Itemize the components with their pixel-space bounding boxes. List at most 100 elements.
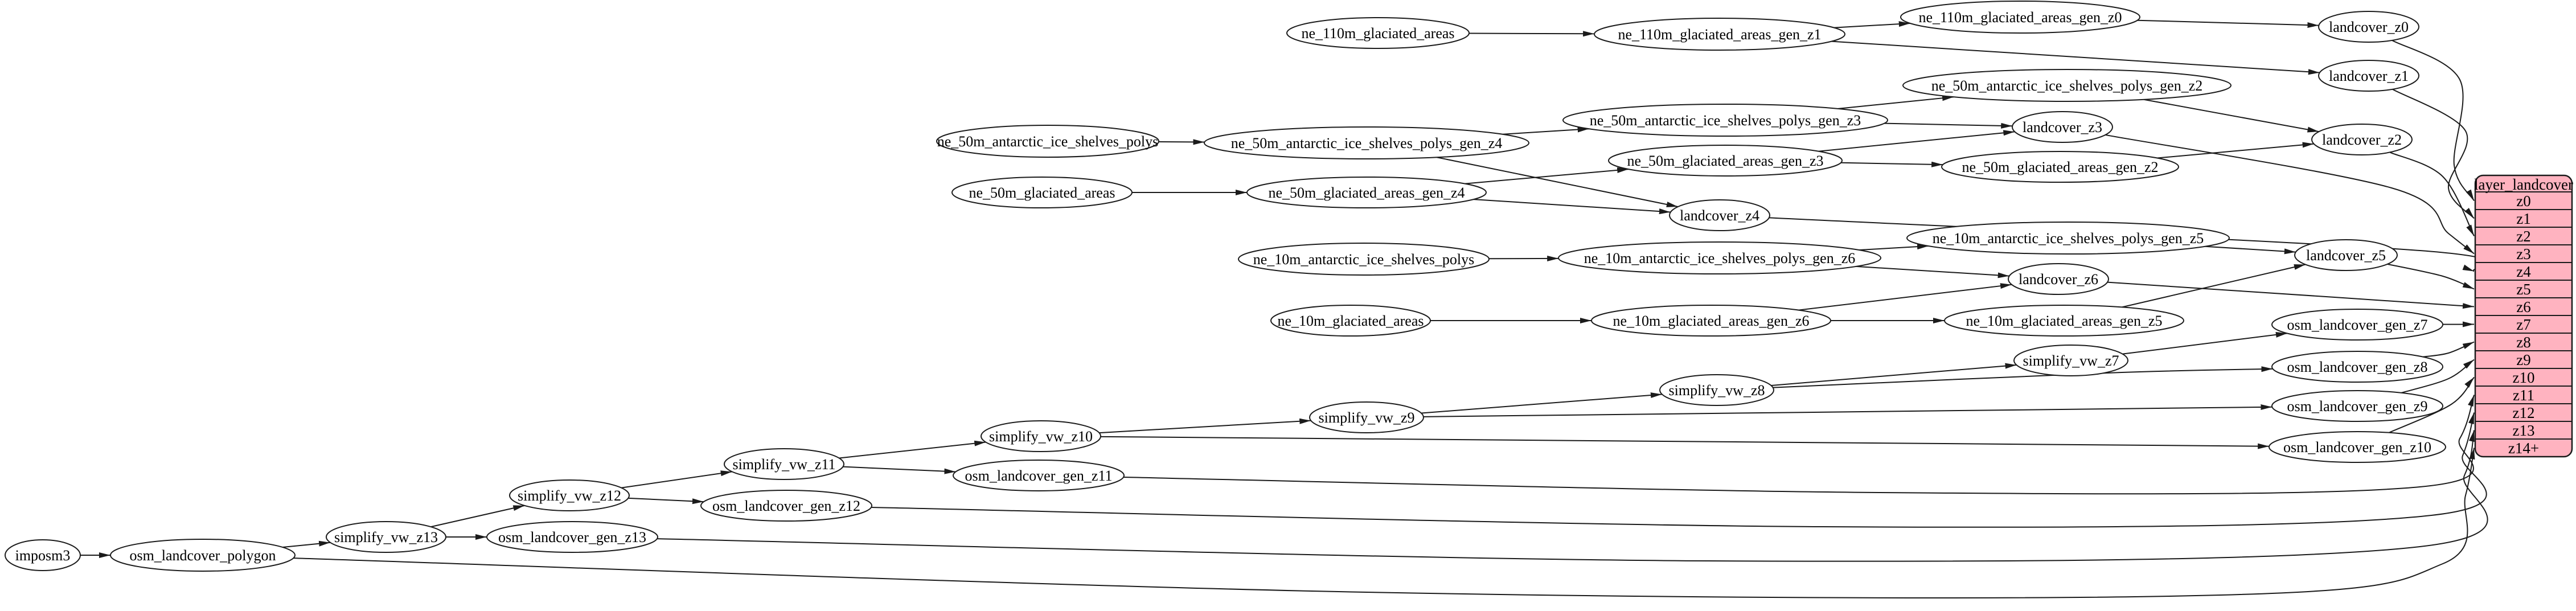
edge-simplify_vw_z9-to-simplify_vw_z8 bbox=[1421, 392, 1663, 414]
table-row-z7: z7 bbox=[2516, 316, 2530, 333]
edge-simplify_vw_z7-to-osm_landcover_gen_z7 bbox=[2122, 331, 2287, 355]
node-ne_10m_antarctic_ice_shelves_polys: ne_10m_antarctic_ice_shelves_polys bbox=[1238, 243, 1490, 276]
node-label-ne_10m_glaciated_areas_gen_z5: ne_10m_glaciated_areas_gen_z5 bbox=[1966, 313, 2162, 329]
node-label-landcover_z3: landcover_z3 bbox=[2023, 119, 2102, 136]
node-label-landcover_z6: landcover_z6 bbox=[2019, 271, 2098, 288]
node-label-osm_landcover_gen_z8: osm_landcover_gen_z8 bbox=[2287, 359, 2428, 375]
node-ellipse-landcover_z1 bbox=[2318, 60, 2419, 92]
node-landcover_z4: landcover_z4 bbox=[1669, 199, 1770, 231]
edge-ne_50m_antarctic_ice_shelves_polys_gen_z3-to-ne_50m_antarctic_ice_shelves_polys_gen_z2 bbox=[1837, 95, 1954, 109]
node-ellipse-landcover_z4 bbox=[1669, 199, 1770, 231]
table-layer_landcover: layer_landcoverz0z1z2z3z4z5z6z7z8z9z10z1… bbox=[2474, 174, 2573, 458]
node-label-ne_50m_antarctic_ice_shelves_polys_gen_z4: ne_50m_antarctic_ice_shelves_polys_gen_z… bbox=[1231, 135, 1503, 151]
node-ellipse-ne_10m_antarctic_ice_shelves_polys_gen_z5 bbox=[1906, 222, 2230, 255]
node-ellipse-ne_50m_antarctic_ice_shelves_polys bbox=[936, 125, 1159, 158]
node-ellipse-osm_landcover_gen_z7 bbox=[2271, 309, 2443, 341]
node-ellipse-ne_50m_glaciated_areas bbox=[951, 177, 1133, 208]
node-landcover_z0: landcover_z0 bbox=[2318, 11, 2419, 43]
table-row-z10: z10 bbox=[2513, 369, 2535, 386]
edge-osm_landcover_polygon-to-layer_landcover-z14+ bbox=[293, 448, 2475, 598]
table-row-z0: z0 bbox=[2516, 192, 2530, 210]
node-ellipse-simplify_vw_z7 bbox=[2013, 345, 2128, 376]
node-ellipse-ne_110m_glaciated_areas_gen_z1 bbox=[1594, 18, 1845, 51]
node-simplify_vw_z10: simplify_vw_z10 bbox=[981, 420, 1101, 452]
node-osm_landcover_gen_z9: osm_landcover_gen_z9 bbox=[2271, 390, 2443, 422]
node-ne_50m_glaciated_areas_gen_z2: ne_50m_glaciated_areas_gen_z2 bbox=[1941, 151, 2179, 183]
node-osm_landcover_gen_z13: osm_landcover_gen_z13 bbox=[486, 521, 658, 553]
node-label-osm_landcover_gen_z12: osm_landcover_gen_z12 bbox=[712, 498, 860, 514]
node-label-osm_landcover_gen_z7: osm_landcover_gen_z7 bbox=[2287, 317, 2428, 333]
edge-simplify_vw_z13-to-simplify_vw_z12 bbox=[430, 505, 525, 528]
node-ne_10m_antarctic_ice_shelves_polys_gen_z6: ne_10m_antarctic_ice_shelves_polys_gen_z… bbox=[1558, 241, 1881, 274]
edge-simplify_vw_z11-to-simplify_vw_z10 bbox=[839, 440, 986, 459]
node-ne_50m_antarctic_ice_shelves_polys: ne_50m_antarctic_ice_shelves_polys bbox=[936, 125, 1159, 158]
node-ellipse-ne_110m_glaciated_areas_gen_z0 bbox=[1900, 1, 2140, 34]
edge-osm_landcover_gen_z10-to-layer_landcover-z10 bbox=[2389, 376, 2475, 433]
table-row-z6: z6 bbox=[2516, 298, 2530, 315]
edge-simplify_vw_z8-to-osm_landcover_gen_z8 bbox=[1773, 366, 2273, 388]
table-row-z8: z8 bbox=[2516, 334, 2530, 351]
node-osm_landcover_gen_z7: osm_landcover_gen_z7 bbox=[2271, 309, 2443, 341]
node-ellipse-simplify_vw_z12 bbox=[509, 479, 630, 511]
edge-ne_110m_glaciated_areas_gen_z1-to-landcover_z1 bbox=[1831, 40, 2320, 75]
edge-osm_landcover_gen_z13-to-layer_landcover-z13 bbox=[657, 430, 2488, 562]
node-ellipse-simplify_vw_z11 bbox=[724, 448, 844, 480]
node-label-ne_110m_glaciated_areas_gen_z0: ne_110m_glaciated_areas_gen_z0 bbox=[1918, 9, 2122, 26]
table-row-z3: z3 bbox=[2516, 245, 2530, 263]
edge-ne_50m_glaciated_areas_gen_z3-to-ne_50m_glaciated_areas_gen_z2 bbox=[1840, 161, 1943, 167]
table-row-z4: z4 bbox=[2516, 263, 2531, 280]
node-label-simplify_vw_z12: simplify_vw_z12 bbox=[518, 487, 621, 504]
node-ne_50m_glaciated_areas: ne_50m_glaciated_areas bbox=[951, 177, 1133, 208]
edge-simplify_vw_z9-to-osm_landcover_gen_z9 bbox=[1423, 404, 2273, 417]
table-row-z1: z1 bbox=[2516, 210, 2530, 227]
node-label-ne_50m_antarctic_ice_shelves_polys_gen_z2: ne_50m_antarctic_ice_shelves_polys_gen_z… bbox=[1931, 77, 2203, 94]
table-row-z9: z9 bbox=[2516, 351, 2530, 368]
node-label-osm_landcover_gen_z9: osm_landcover_gen_z9 bbox=[2287, 398, 2428, 415]
edge-landcover_z2-to-layer_landcover-z2 bbox=[2389, 151, 2475, 236]
node-ne_50m_glaciated_areas_gen_z4: ne_50m_glaciated_areas_gen_z4 bbox=[1246, 177, 1487, 208]
node-label-ne_50m_antarctic_ice_shelves_polys_gen_z3: ne_50m_antarctic_ice_shelves_polys_gen_z… bbox=[1590, 112, 1861, 129]
edge-ne_10m_antarctic_ice_shelves_polys_gen_z5-to-landcover_z5 bbox=[2205, 245, 2296, 255]
edge-ne_10m_glaciated_areas_gen_z5-to-landcover_z5 bbox=[2122, 264, 2306, 308]
node-osm_landcover_gen_z12: osm_landcover_gen_z12 bbox=[700, 490, 872, 522]
node-ellipse-simplify_vw_z13 bbox=[326, 521, 446, 553]
node-label-ne_50m_glaciated_areas_gen_z2: ne_50m_glaciated_areas_gen_z2 bbox=[1962, 159, 2158, 175]
node-ellipse-ne_10m_glaciated_areas bbox=[1270, 305, 1431, 337]
edge-ne_50m_antarctic_ice_shelves_polys_gen_z3-to-landcover_z3 bbox=[1884, 122, 2013, 129]
node-simplify_vw_z11: simplify_vw_z11 bbox=[724, 448, 844, 480]
node-label-osm_landcover_gen_z13: osm_landcover_gen_z13 bbox=[498, 529, 646, 546]
edge-landcover_z0-to-layer_landcover-z0 bbox=[2392, 40, 2475, 202]
node-simplify_vw_z12: simplify_vw_z12 bbox=[509, 479, 630, 511]
edge-ne_50m_glaciated_areas_gen_z3-to-landcover_z3 bbox=[1818, 130, 2015, 152]
node-label-simplify_vw_z7: simplify_vw_z7 bbox=[2023, 352, 2119, 369]
node-label-osm_landcover_gen_z11: osm_landcover_gen_z11 bbox=[965, 468, 1113, 484]
node-label-landcover_z0: landcover_z0 bbox=[2329, 19, 2409, 35]
edge-ne_10m_glaciated_areas_gen_z6-to-landcover_z6 bbox=[1798, 283, 2012, 311]
edge-ne_50m_antarctic_ice_shelves_polys_gen_z4-to-ne_50m_antarctic_ice_shelves_polys_gen_z3 bbox=[1503, 126, 1589, 135]
node-label-ne_110m_glaciated_areas_gen_z1: ne_110m_glaciated_areas_gen_z1 bbox=[1618, 26, 1821, 43]
edge-osm_landcover_gen_z11-to-layer_landcover-z11 bbox=[1123, 395, 2475, 495]
node-ellipse-ne_10m_glaciated_areas_gen_z6 bbox=[1591, 305, 1831, 337]
edge-landcover_z6-to-layer_landcover-z6 bbox=[2107, 281, 2475, 309]
node-ellipse-osm_landcover_gen_z10 bbox=[2269, 431, 2446, 463]
node-ellipse-simplify_vw_z9 bbox=[1309, 401, 1424, 433]
edge-osm_landcover_gen_z12-to-layer_landcover-z12 bbox=[871, 412, 2487, 528]
node-ellipse-imposm3 bbox=[5, 539, 81, 571]
node-ne_110m_glaciated_areas: ne_110m_glaciated_areas bbox=[1286, 17, 1470, 49]
table-row-z2: z2 bbox=[2516, 228, 2530, 245]
edge-simplify_vw_z10-to-simplify_vw_z9 bbox=[1099, 418, 1311, 434]
node-ellipse-ne_50m_antarctic_ice_shelves_polys_gen_z3 bbox=[1562, 104, 1888, 137]
table-row-z5: z5 bbox=[2516, 281, 2530, 298]
node-ne_50m_antarctic_ice_shelves_polys_gen_z2: ne_50m_antarctic_ice_shelves_polys_gen_z… bbox=[1902, 69, 2232, 102]
node-ne_110m_glaciated_areas_gen_z0: ne_110m_glaciated_areas_gen_z0 bbox=[1900, 1, 2140, 34]
node-ellipse-ne_50m_glaciated_areas_gen_z3 bbox=[1608, 145, 1843, 177]
node-label-ne_10m_antarctic_ice_shelves_polys_gen_z6: ne_10m_antarctic_ice_shelves_polys_gen_z… bbox=[1584, 250, 1856, 266]
node-landcover_z1: landcover_z1 bbox=[2318, 60, 2419, 92]
table-row-z11: z11 bbox=[2513, 387, 2534, 404]
node-label-ne_50m_glaciated_areas_gen_z4: ne_50m_glaciated_areas_gen_z4 bbox=[1268, 184, 1465, 201]
node-simplify_vw_z7: simplify_vw_z7 bbox=[2013, 345, 2128, 376]
node-ellipse-osm_landcover_gen_z8 bbox=[2271, 351, 2443, 383]
edge-ne_50m_antarctic_ice_shelves_polys_gen_z2-to-landcover_z2 bbox=[2143, 99, 2319, 133]
